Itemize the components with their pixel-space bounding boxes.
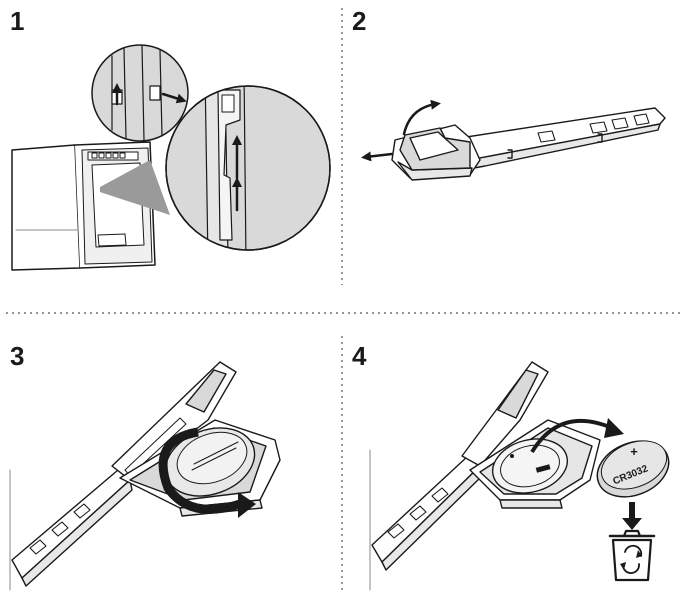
zoom-beam	[100, 160, 170, 215]
right-arrow-icon	[161, 92, 187, 104]
step-number-2: 2	[352, 6, 367, 36]
step1-illustration	[11, 44, 331, 271]
battery-door-key	[11, 469, 131, 579]
step2-illustration	[361, 99, 666, 181]
zoom-lens-small	[91, 44, 189, 142]
step4-illustration	[369, 361, 670, 591]
battery-door-key	[371, 455, 481, 563]
device-body	[11, 144, 81, 271]
curved-arrow-icon	[530, 418, 613, 454]
step3-illustration	[9, 361, 281, 591]
step-number-1: 1	[10, 6, 25, 36]
battery-polarity-label: +	[630, 444, 638, 459]
left-arrow-icon	[361, 151, 394, 162]
recycle-bin-icon	[608, 529, 656, 582]
step-number-4: 4	[352, 341, 367, 371]
step-number-3: 3	[10, 341, 25, 371]
rotate-arrow-icon	[158, 427, 242, 514]
zoom-lens-large	[165, 85, 331, 251]
